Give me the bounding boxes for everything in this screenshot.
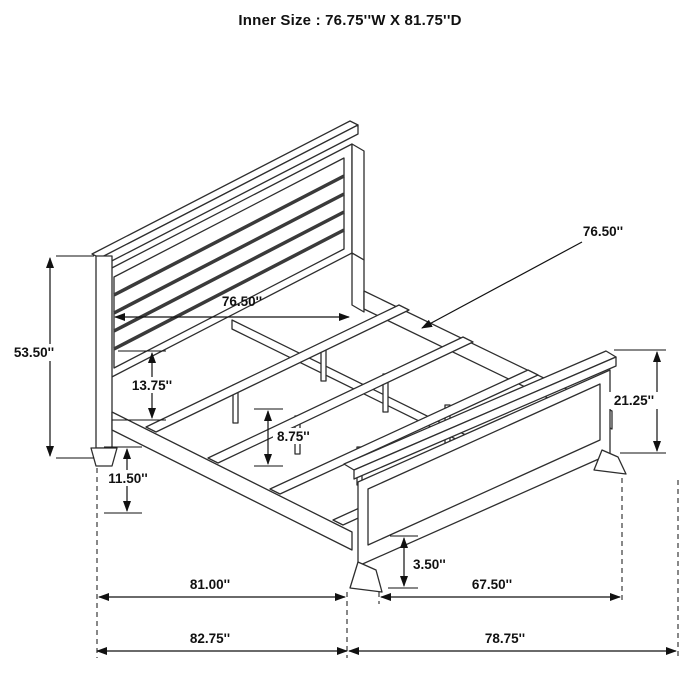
bed-frame (90, 120, 627, 593)
footboard-right-foot (593, 449, 627, 475)
dim-headboard-height: 53.50'' (5, 255, 94, 459)
dim-label-slat-leg-height: 8.75'' (277, 429, 310, 444)
dim-overall-width: 82.75'' (96, 631, 348, 655)
dim-rail-length-callout: 76.50'' (421, 224, 623, 329)
headboard-left-post (95, 255, 113, 449)
dim-label-inner-width: 81.00'' (190, 577, 230, 592)
page-title: Inner Size : 76.75''W X 81.75''D (238, 12, 462, 29)
headboard-right-post (351, 252, 365, 313)
dim-label-rail-length: 76.50'' (583, 224, 623, 239)
dimensions: 53.50'' 76.50'' 13.75'' 11.50 (5, 224, 679, 658)
dim-headboard-width: 76.50'' (114, 294, 350, 321)
headboard-left-foot (90, 447, 118, 467)
footboard (343, 350, 627, 593)
dim-rail-to-floor: 11.50'' (99, 446, 157, 514)
dim-label-overall-depth: 78.75'' (485, 631, 525, 646)
dim-overall-depth: 78.75'' (348, 631, 677, 655)
dim-label-foot-height: 3.50'' (413, 557, 446, 572)
dim-label-rail-to-floor: 11.50'' (108, 471, 147, 486)
dim-label-inner-depth: 67.50'' (472, 577, 512, 592)
footboard-left-foot (349, 561, 383, 593)
dim-panel-to-rail: 13.75'' (112, 350, 182, 421)
dim-label-headboard-height: 53.50'' (14, 345, 54, 360)
front-side-rail (111, 411, 353, 551)
dim-inner-width: 81.00'' (98, 577, 346, 601)
dim-foot-height: 3.50'' (388, 535, 453, 589)
dim-label-footboard-height: 21.25'' (614, 393, 654, 408)
dim-footboard-height: 21.25'' (607, 349, 666, 454)
dim-label-overall-width: 82.75'' (190, 631, 230, 646)
dim-label-panel-to-rail: 13.75'' (132, 378, 172, 393)
dim-label-headboard-width: 76.50'' (222, 294, 262, 309)
dim-slat-leg-height: 8.75'' (254, 408, 321, 467)
dim-inner-depth: 67.50'' (380, 577, 621, 601)
